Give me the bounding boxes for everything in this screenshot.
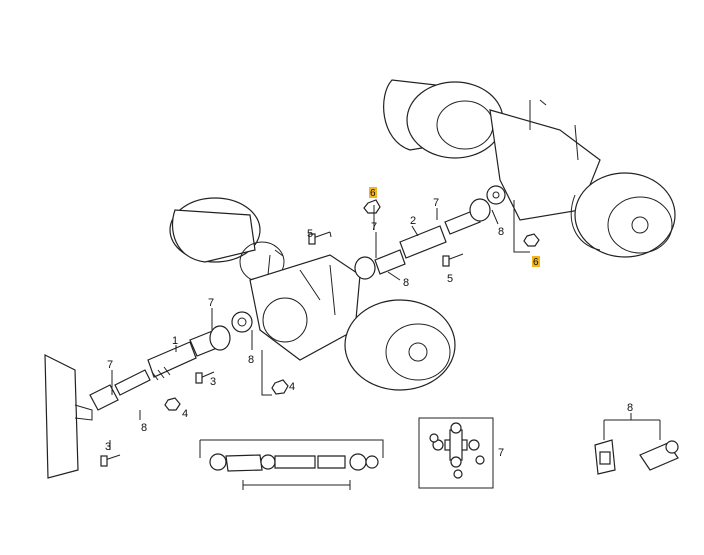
flange-yokes (594, 413, 679, 475)
callout-4a: 4 (289, 381, 295, 393)
middle-axle (169, 197, 456, 391)
callout-2: 2 (410, 215, 416, 227)
highlight-6b: 6 (533, 257, 539, 268)
callout-1: 1 (172, 335, 178, 347)
highlight-6a-box (369, 187, 377, 198)
universal-joint-kit (418, 417, 494, 489)
front-propeller-shaft (89, 311, 253, 411)
fasteners (100, 199, 540, 467)
gearbox (44, 354, 93, 479)
intermediate-shaft (354, 185, 506, 280)
callout-8a: 8 (248, 354, 254, 366)
highlight-6a: 6 (370, 188, 376, 199)
callout-7d: 7 (107, 359, 113, 371)
callout-4b: 4 (182, 408, 188, 420)
callout-8d: 8 (141, 422, 147, 434)
callout-5a: 5 (307, 228, 313, 240)
callout-5b: 5 (447, 273, 453, 285)
highlight-6b-box (532, 256, 540, 267)
callout-labels: 1 2 3 3 4 4 5 5 7 7 7 7 7 8 8 8 8 8 6 6 (105, 187, 633, 459)
callout-7a: 7 (208, 297, 214, 309)
shaft-assembly-inset (199, 439, 384, 490)
rear-axle (383, 79, 676, 258)
callout-8b: 8 (403, 277, 409, 289)
callout-7e: 7 (498, 447, 504, 459)
callout-8c: 8 (498, 226, 504, 238)
callout-7c: 7 (433, 197, 439, 209)
leader-lines (109, 200, 530, 450)
callout-7b: 7 (371, 221, 377, 233)
callout-3a: 3 (210, 376, 216, 388)
callout-3b: 3 (105, 441, 111, 453)
callout-8e: 8 (627, 402, 633, 414)
